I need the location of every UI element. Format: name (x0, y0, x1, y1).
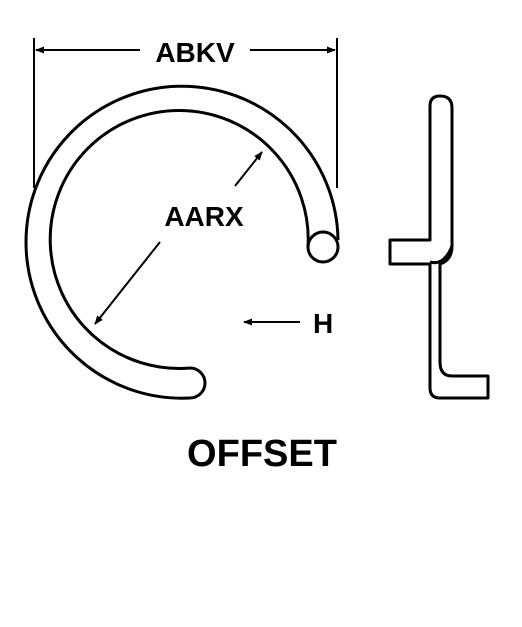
ring-inner-edge (48, 109, 310, 370)
width-dimension (33, 38, 338, 188)
ring-upper-end (306, 230, 340, 264)
radius-arrow-upper (234, 151, 263, 187)
ring-front-view (24, 84, 340, 400)
radius-dimension (94, 151, 263, 325)
side-profile-seam (429, 245, 454, 265)
radius-arrow-lower (94, 241, 161, 325)
side-profile-outline (388, 94, 490, 400)
ring-lower-end (189, 366, 207, 400)
height-marker-label: H (313, 308, 333, 339)
diagram-title: OFFSET (187, 433, 337, 475)
radius-dimension-label: AARX (164, 201, 244, 232)
ring-side-view (388, 94, 490, 400)
width-dimension-label: ABKV (155, 37, 235, 68)
ring-outer-edge (24, 84, 340, 400)
